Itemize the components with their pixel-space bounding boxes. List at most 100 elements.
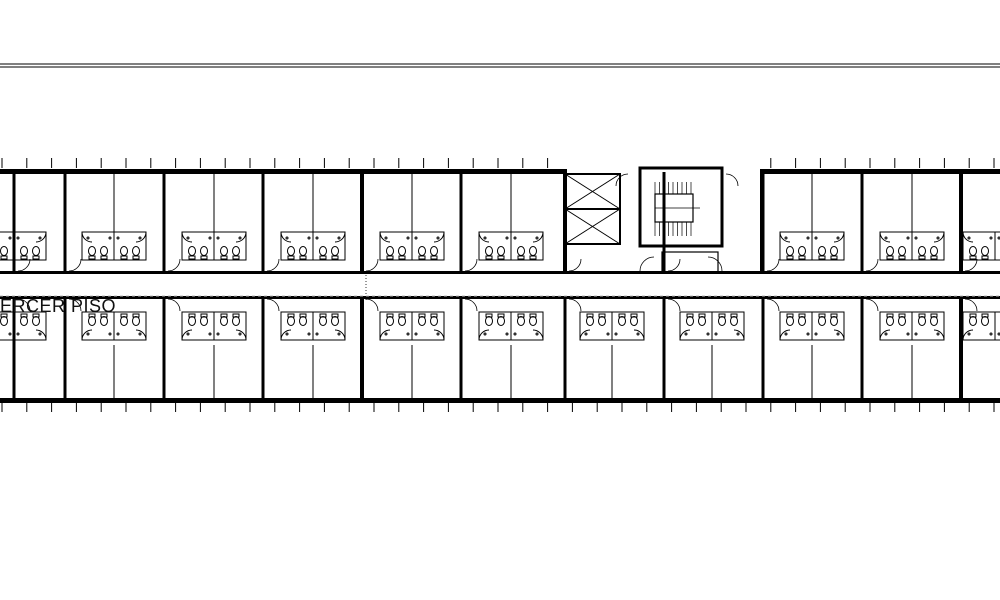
door-swing-icon <box>865 258 879 272</box>
fixture-tank <box>32 313 40 318</box>
door-swing-icon <box>379 329 391 341</box>
fixture-dot <box>784 332 788 336</box>
fixture-tank <box>930 255 938 260</box>
toilet-icon <box>20 316 28 326</box>
room-divider-wall <box>162 297 166 400</box>
bathroom-unit <box>379 231 445 261</box>
door-swing-icon <box>779 329 791 341</box>
sink-icon <box>398 246 406 256</box>
wall-stub <box>266 296 280 299</box>
door-swing-icon <box>266 258 280 272</box>
fixture-dot <box>414 236 418 240</box>
toilet-icon <box>319 246 327 256</box>
fixture-dot <box>906 236 910 240</box>
fixture-tank <box>798 313 806 318</box>
fixture-tank <box>886 255 894 260</box>
fixture-dot <box>814 332 818 336</box>
fixture-tank <box>497 255 505 260</box>
fixture-dot <box>513 332 517 336</box>
toilet-icon <box>886 316 894 326</box>
door-swing-icon <box>933 231 945 243</box>
bathroom-unit <box>879 311 945 341</box>
room-divider-wall <box>360 297 364 400</box>
fixture-dot <box>138 236 142 240</box>
toilet-icon <box>88 246 96 256</box>
fixture-dot <box>38 236 42 240</box>
toilet-icon <box>786 316 794 326</box>
bathroom-unit <box>879 231 945 261</box>
door-swing-icon <box>766 298 780 312</box>
fixture-tank <box>981 313 989 318</box>
door-swing-icon <box>639 256 655 272</box>
toilet-icon <box>618 316 626 326</box>
door-swing-icon <box>181 231 193 243</box>
door-swing-icon <box>334 231 346 243</box>
bathroom-unit <box>779 311 845 341</box>
sink-icon <box>730 316 738 326</box>
door-swing-icon <box>17 298 31 312</box>
fixture-dot <box>8 332 12 336</box>
fixture-dot <box>684 332 688 336</box>
fixture-dot <box>16 236 20 240</box>
shaft-diagonal <box>564 173 621 210</box>
room-divider-wall <box>261 172 265 273</box>
fixture-tank <box>132 255 140 260</box>
toilet-icon <box>319 316 327 326</box>
fixture-dot <box>513 236 517 240</box>
door-swing-icon <box>933 329 945 341</box>
door-swing-icon <box>964 258 978 272</box>
fixture-dot <box>914 236 918 240</box>
fixture-dot <box>584 332 588 336</box>
room-divider-wall <box>860 172 864 273</box>
bathroom-unit <box>81 231 147 261</box>
shaft-diagonal <box>564 208 621 245</box>
fixture-tank <box>100 313 108 318</box>
fixture-tank <box>120 255 128 260</box>
room-divider-wall <box>360 172 364 273</box>
room-divider-wall <box>959 172 963 273</box>
fixture-dot <box>989 332 993 336</box>
toilet-icon <box>818 246 826 256</box>
fixture-dot <box>884 332 888 336</box>
fixture-dot <box>505 236 509 240</box>
door-swing-icon <box>833 231 845 243</box>
toilet-icon <box>969 246 977 256</box>
sink-icon <box>100 316 108 326</box>
fixture-dot <box>997 236 1000 240</box>
bathroom-unit <box>579 311 645 341</box>
corridor-wall <box>0 296 1000 299</box>
toilet-icon <box>120 316 128 326</box>
fixture-dot <box>483 332 487 336</box>
utility-room <box>661 251 719 273</box>
sink-icon <box>630 316 638 326</box>
bathroom-unit <box>679 311 745 341</box>
fixture-dot <box>636 332 640 336</box>
toilet-icon <box>485 316 493 326</box>
sink-icon <box>232 316 240 326</box>
toilet-icon <box>220 316 228 326</box>
floor-title: ERCER PISO <box>0 296 117 316</box>
door-swing-icon <box>81 231 93 243</box>
toilet-icon <box>386 246 394 256</box>
fixture-tank <box>818 313 826 318</box>
door-swing-icon <box>433 231 445 243</box>
fixture-tank <box>331 313 339 318</box>
toilet-icon <box>517 246 525 256</box>
fixture-tank <box>718 313 726 318</box>
toilet-icon <box>188 246 196 256</box>
fixture-tank <box>618 313 626 318</box>
sink-icon <box>798 316 806 326</box>
fixture-tank <box>485 255 493 260</box>
fixture-tank <box>698 313 706 318</box>
fixture-tank <box>886 313 894 318</box>
sink-icon <box>430 246 438 256</box>
room-divider-wall <box>459 297 463 400</box>
fixture-tank <box>898 313 906 318</box>
core-wall <box>760 169 764 273</box>
fixture-dot <box>806 332 810 336</box>
door-swing-icon <box>679 329 691 341</box>
corridor-wall <box>0 271 1000 274</box>
fixture-dot <box>186 332 190 336</box>
door-swing-icon <box>167 298 181 312</box>
fixture-tank <box>497 313 505 318</box>
